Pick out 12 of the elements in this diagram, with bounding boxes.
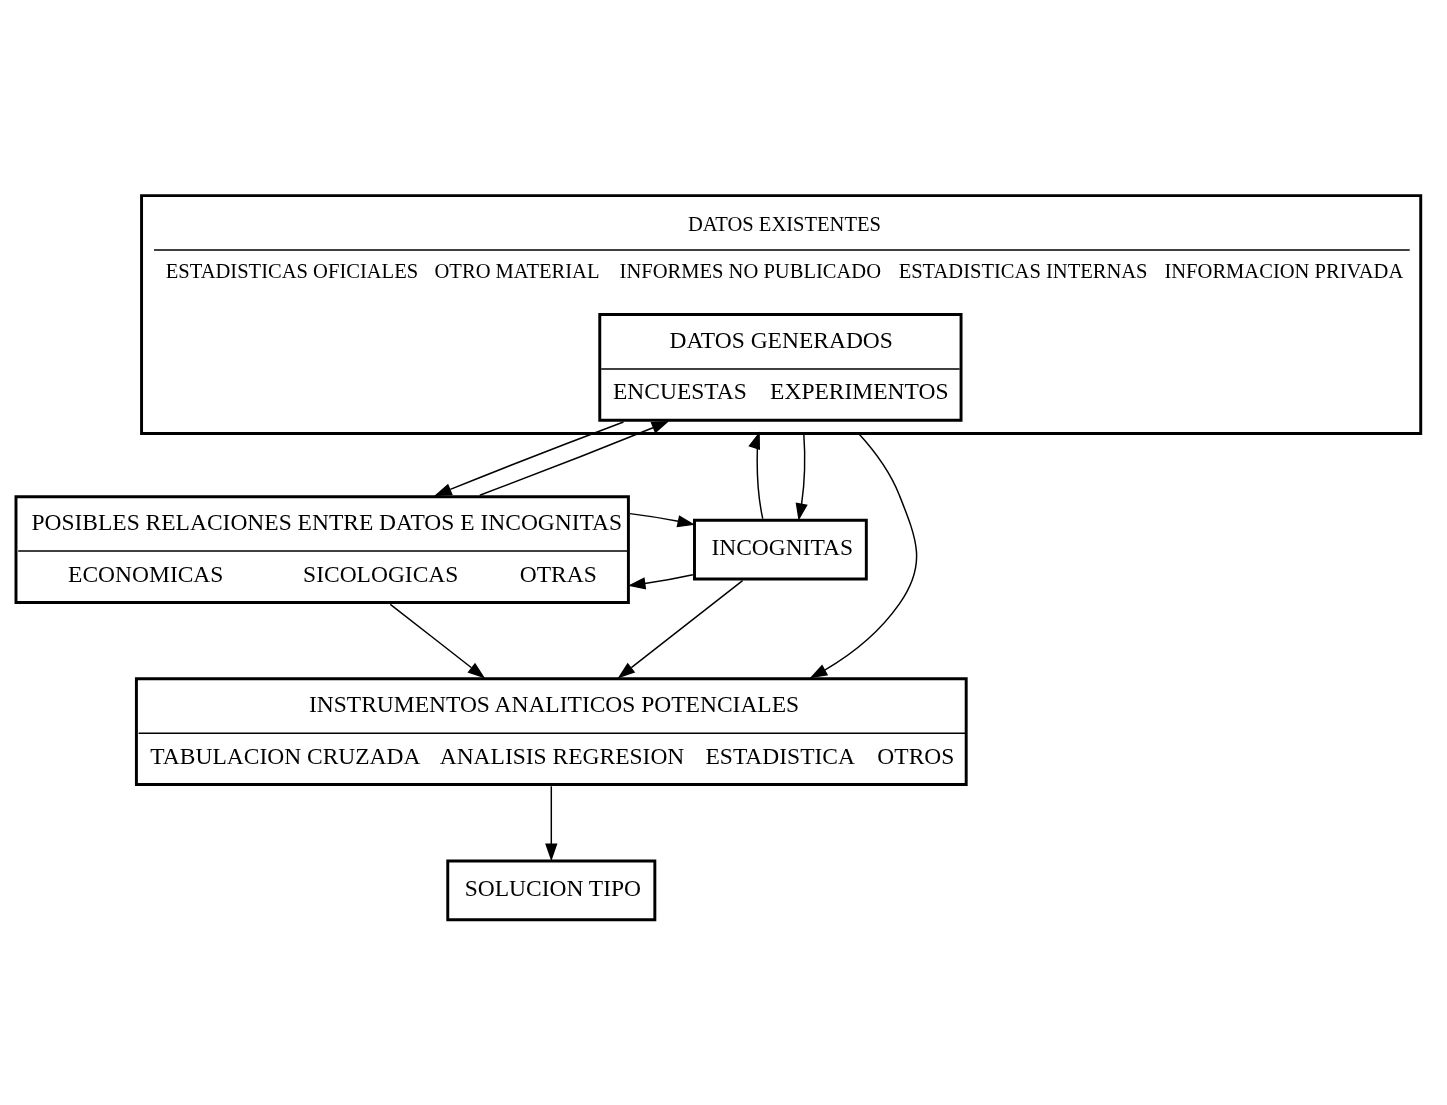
node-box: SOLUCION TIPO xyxy=(446,859,657,922)
arrow xyxy=(748,431,764,520)
arrow xyxy=(479,421,670,496)
node-box: INCOGNITAS xyxy=(693,518,868,581)
arrow xyxy=(627,574,694,590)
arrow xyxy=(809,432,918,679)
arrow xyxy=(795,432,808,521)
arrow xyxy=(617,579,744,679)
arrow xyxy=(434,421,625,497)
arrow xyxy=(545,785,558,862)
arrow xyxy=(389,603,486,679)
arrow xyxy=(629,512,696,528)
